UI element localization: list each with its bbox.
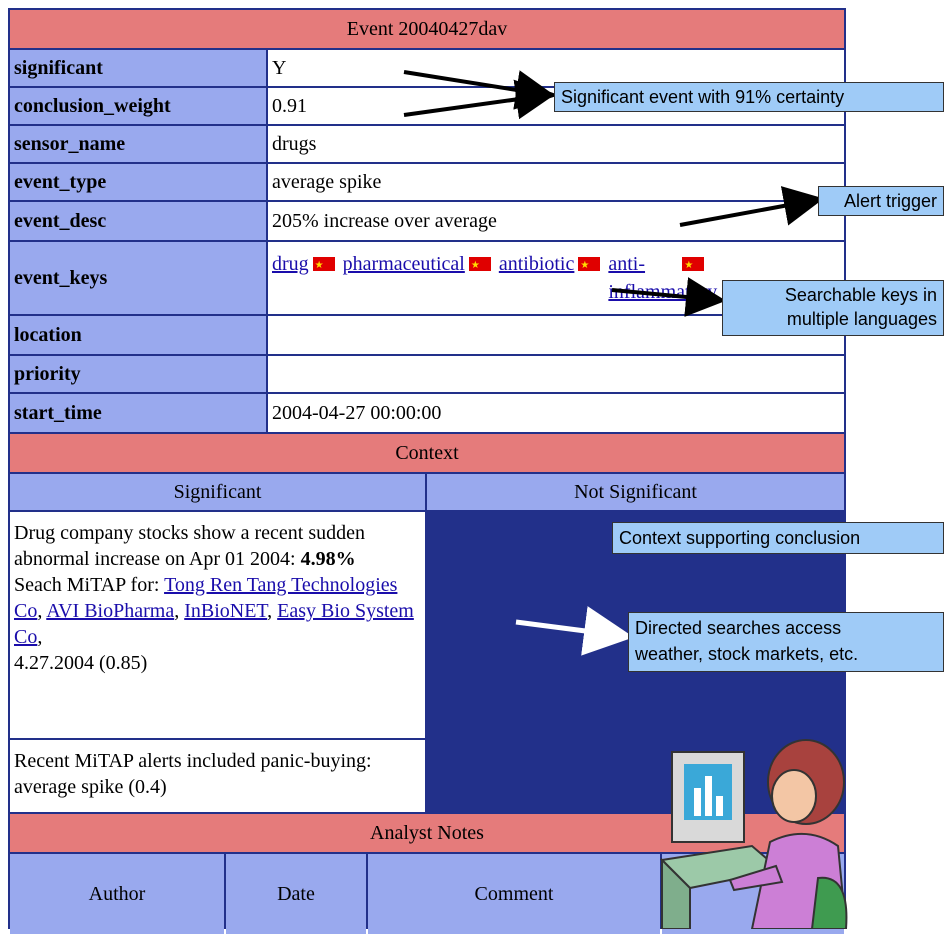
- notes-col-extra: [662, 854, 844, 934]
- label-event-type: event_type: [10, 164, 266, 200]
- mitap-link-easy-bio-system[interactable]: Easy Bio System Co: [14, 600, 414, 648]
- context-significant-header: Significant: [10, 474, 425, 510]
- chinese-flag-icon: [578, 252, 601, 280]
- label-conclusion-weight: conclusion_weight: [10, 88, 266, 124]
- label-start-time: start_time: [10, 394, 266, 432]
- label-sensor-name: sensor_name: [10, 126, 266, 162]
- chinese-flag-icon: [682, 252, 705, 280]
- callout-directed-line1: Directed searches access: [635, 618, 842, 638]
- label-priority: priority: [10, 356, 266, 392]
- context-title: Context: [10, 434, 844, 472]
- value-significant: Y: [268, 50, 844, 86]
- key-link-anti-inflammatory[interactable]: anti-inflammatory: [608, 250, 717, 306]
- mitap-link-inbionet[interactable]: InBioNET: [184, 600, 268, 622]
- notes-col-comment: Comment: [368, 854, 660, 934]
- value-priority: [268, 356, 844, 392]
- value-start-time: 2004-04-27 00:00:00: [268, 394, 844, 432]
- callout-directed-line2: weather, stock markets, etc.: [635, 644, 859, 664]
- key-link-drug[interactable]: drug: [272, 253, 309, 275]
- context-not-significant-header: Not Significant: [427, 474, 844, 510]
- callout-directed-searches: Directed searches access weather, stock …: [628, 612, 944, 672]
- label-event-keys: event_keys: [10, 242, 266, 314]
- callout-context-support: Context supporting conclusion: [612, 522, 944, 554]
- value-sensor-name: drugs: [268, 126, 844, 162]
- context-entry-alerts: Recent MiTAP alerts included panic-buyin…: [10, 740, 425, 812]
- callout-keys-line2: multiple languages: [786, 309, 937, 329]
- context-stocks-text: Drug company stocks show a recent sudden…: [14, 522, 366, 570]
- notes-col-date: Date: [226, 854, 366, 934]
- context-entry-stocks: Drug company stocks show a recent sudden…: [10, 512, 425, 738]
- value-event-type: average spike: [268, 164, 844, 200]
- chinese-flag-icon: [468, 252, 491, 280]
- callout-searchable-keys: Searchable keys in multiple languages: [722, 280, 944, 336]
- chinese-flag-icon: [312, 252, 335, 280]
- mitap-link-tong-ren-tang[interactable]: Tong Ren Tang Technologies Co: [14, 574, 398, 622]
- notes-col-author: Author: [10, 854, 224, 934]
- key-link-pharmaceutical[interactable]: pharmaceutical: [342, 253, 465, 275]
- mitap-link-avi-biopharma[interactable]: AVI BioPharma: [46, 600, 175, 622]
- key-link-antibiotic[interactable]: antibiotic: [498, 253, 575, 275]
- callout-alert-trigger: Alert trigger: [818, 186, 944, 216]
- label-location: location: [10, 316, 266, 354]
- callout-certainty: Significant event with 91% certainty: [554, 82, 944, 112]
- value-event-desc: 205% increase over average: [268, 202, 844, 240]
- label-significant: significant: [10, 50, 266, 86]
- context-stocks-percent: 4.98%: [300, 548, 356, 570]
- analyst-notes-title: Analyst Notes: [10, 814, 844, 852]
- callout-keys-line1: Searchable keys in: [784, 285, 937, 305]
- label-event-desc: event_desc: [10, 202, 266, 240]
- event-title: Event 20040427dav: [10, 10, 844, 48]
- context-date-score: 4.27.2004 (0.85): [14, 652, 148, 674]
- context-search-label: Seach MiTAP for:: [14, 574, 165, 596]
